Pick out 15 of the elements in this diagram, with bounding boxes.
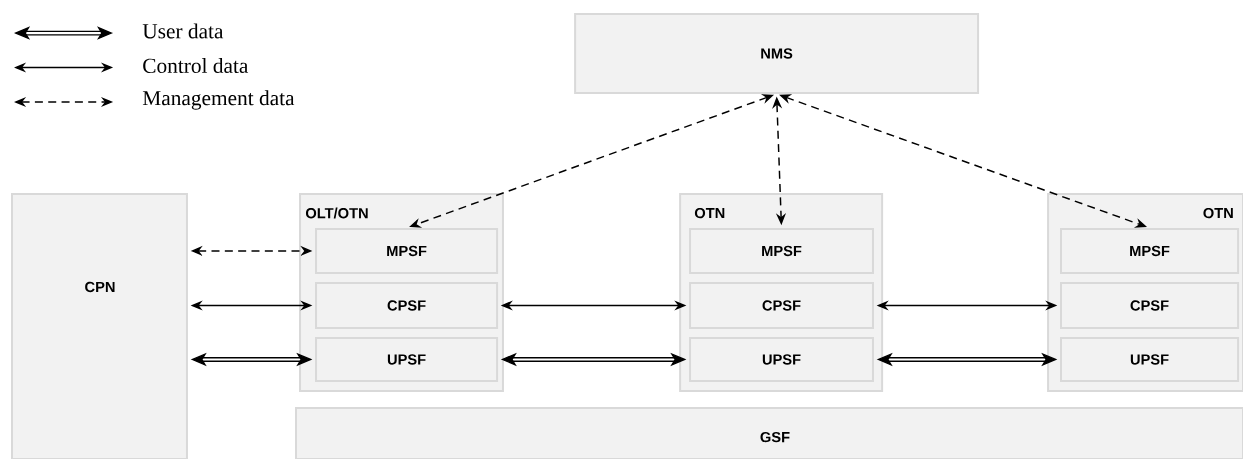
function-box: MPSF <box>689 227 874 274</box>
legend-label: Management data <box>142 90 295 110</box>
function-box: MPSF <box>315 227 499 274</box>
block-box: GSF <box>295 407 1243 459</box>
function-box: CPSF <box>315 281 499 330</box>
function-box: UPSF <box>1060 337 1240 382</box>
function-box: CPSF <box>1060 281 1240 330</box>
block-box: NMS <box>574 13 980 94</box>
legend-label: Control data <box>143 58 249 73</box>
block-box: CPN <box>11 193 188 459</box>
function-box: UPSF <box>315 337 499 382</box>
function-box: UPSF <box>689 337 874 382</box>
function-box: MPSF <box>1060 227 1240 274</box>
legend-label: User data <box>142 23 224 39</box>
function-box: CPSF <box>689 281 874 330</box>
